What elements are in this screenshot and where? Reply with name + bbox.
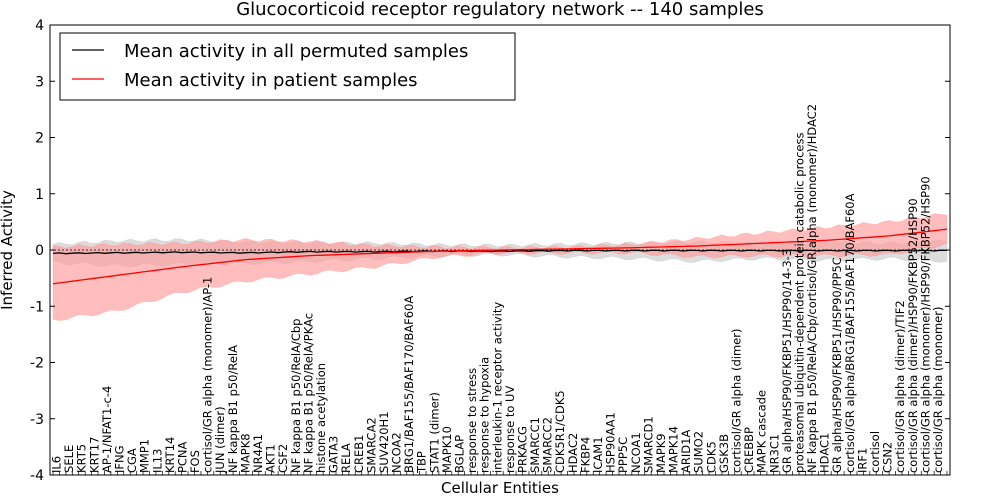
x-axis-label: Cellular Entities [441,479,559,497]
x-tick-label: CDK5 [704,441,718,473]
x-tick-label: cortisol [868,431,882,473]
x-tick-label: SUV420H1 [377,411,391,473]
y-tick-label: 0 [35,243,44,259]
x-tick-label: NR4A1 [251,434,265,473]
x-tick-label: SMARCD1 [641,416,655,473]
chart-title: Glucocorticoid receptor regulatory netwo… [236,0,764,20]
x-tick-label: response to stress [465,368,479,473]
x-tick-label: JUN (dimer) [213,406,227,474]
x-tick-label: HDAC1 [818,433,832,473]
x-tick-label: PCNA [176,441,190,473]
x-tick-label: MAPK8 [238,433,252,473]
x-tick-label: MAPK14 [667,426,681,473]
x-tick-label: IRF1 [855,448,869,473]
y-tick-label: -4 [30,468,44,484]
x-tick-label: SELE [62,445,76,473]
x-tick-label: STAT1 (dimer) [427,392,441,473]
x-tick-label: KRT14 [163,437,177,473]
x-tick-label: CSN2 [881,442,895,473]
legend-box [59,32,516,101]
x-tick-label: SMARCC1 [528,417,542,473]
x-tick-label: GR alpha/HSP90/FKBP51/HSP90/14-3-3 [780,249,794,473]
x-tick-label: TBP [415,451,429,474]
x-tick-label: NF kappa B1 p50/RelA/PKAc [301,313,315,473]
x-tick-label: CREBBP [742,427,756,473]
x-tick-label: cortisol/GR alpha/BRG1/BAF155/BAF170/BAF… [843,193,857,473]
y-tick-label: 3 [35,74,44,90]
x-tick-label: cortisol/GR alpha (dimer)/HSP90/FKBP52/H… [906,198,920,473]
x-tick-label: CSF2 [276,444,290,473]
x-tick-label: NF kappa B1 p50/RelA/Cbp/cortisol/GR alp… [805,104,819,473]
y-axis-label: Inferred Activity [0,190,16,310]
x-tick-label: GATA3 [327,436,341,473]
permuted-mean-line [52,249,948,255]
x-tick-label: histone acetylation [314,363,328,473]
x-tick-label: SMARCC2 [541,417,555,473]
x-tick-label: HSP90AA1 [604,412,618,473]
patient-mean-line [52,228,948,285]
x-tick-label: IL13 [150,449,164,473]
y-tick-label: -1 [30,299,44,315]
legend-label-patient: Mean activity in patient samples [124,70,418,91]
x-tick-label: NF kappa B1 p50/RelA/Cbp [289,319,303,473]
x-tick-label: IL6 [50,456,64,473]
x-tick-label: KRT17 [87,437,101,473]
x-tick-label: KRT5 [75,444,89,473]
x-tick-label: PRKACG [515,426,529,473]
x-tick-label: CDK5R1/CDK5 [553,390,567,473]
x-tick-label: MAPK9 [654,433,668,473]
x-tick-label: cortisol/GR alpha (monomer)/HSP90/FKBP52… [918,176,932,473]
x-tick-label: SUMO2 [692,431,706,473]
x-tick-label: BRG1/BAF155/BAF170/BAF60A [402,296,416,473]
x-tick-label: GR alpha/HSP90/FKBP51/HSP90/PP5C [830,257,844,473]
x-tick-label: response to UV [503,386,517,474]
patient-band [52,213,948,321]
plot-area [50,213,950,321]
x-tick-label: MAPK10 [440,426,454,473]
x-tick-label: HDAC2 [566,433,580,473]
x-tick-label: proteasomal ubiquitin-dependent protein … [793,133,807,474]
x-tick-label: FOS [188,450,202,473]
y-tick-label: 4 [35,18,44,34]
y-tick-label: 1 [35,187,44,203]
x-tick-label: FKBP4 [578,437,592,473]
y-tick-label: -3 [30,412,44,428]
x-tick-label: NCOA1 [629,432,643,473]
x-tick-label: response to hypoxia [478,357,492,473]
x-tick-label: ARID1A [679,430,693,473]
x-tick-label: RELA [339,443,353,473]
x-tick-label: ICAM1 [591,436,605,473]
legend: Mean activity in all permuted samplesMea… [59,32,516,101]
x-tick-label: cortisol/GR alpha (monomer) [931,307,945,474]
x-tick-label: SMARCA2 [364,417,378,473]
y-tick-label: -2 [30,356,44,372]
x-tick-label: BGLAP [453,435,467,473]
x-tick-label: MAPK cascade [755,390,769,473]
x-tick-label: MMP1 [138,439,152,473]
x-tick-label: GSK3B [717,434,731,473]
x-tick-label: NF kappa B1 p50/RelA [226,345,240,473]
x-tick-label: CREB1 [352,435,366,474]
x-tick-label: NCOA2 [390,432,404,473]
x-tick-label: IFNG [113,445,127,473]
x-tick-label: AKT1 [264,444,278,473]
x-tick-label: interleukin-1 receptor activity [490,302,504,473]
x-tick-label: cortisol/GR alpha (dimer)/TIF2 [893,300,907,473]
y-tick-label: 2 [35,131,44,147]
x-tick-label: PPP5C [616,437,630,473]
x-tick-label: cortisol/GR alpha (monomer)/AP-1 [201,277,215,473]
y-axis: -4 -3 -2 -1 0 1 2 3 4 [30,18,950,484]
x-tick-label: cortisol/GR alpha (dimer) [730,329,744,473]
x-tick-label: NR3C1 [767,434,781,473]
x-tick-labels: IL6SELEKRT5KRT17AP-1/NFAT1-c-4IFNGCGAMMP… [50,104,945,474]
x-tick-label: AP-1/NFAT1-c-4 [100,386,114,473]
x-tick-label: CGA [125,448,139,473]
legend-label-permuted: Mean activity in all permuted samples [124,41,468,62]
